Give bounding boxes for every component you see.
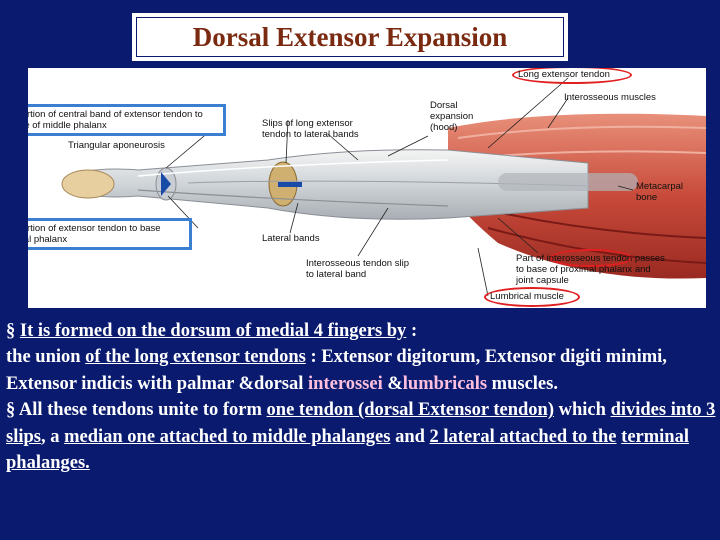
text-p1-f: interossei	[308, 373, 383, 394]
label-lumbrical-muscle: Lumbrical muscle	[490, 291, 564, 302]
text-p2-j: terminal phalanges.	[6, 426, 689, 474]
text-p2-f: median one attached to middle phalanges	[64, 426, 391, 447]
label-insertion-distal: Insertion of extensor tendon to base dis…	[28, 218, 192, 250]
text-p1-g: &	[382, 373, 403, 394]
label-lateral-bands: Lateral bands	[262, 233, 320, 244]
label-interosseous-tendon-slip: Interosseous tendon slip to lateral band	[306, 258, 409, 280]
label-interosseous-muscles: Interosseous muscles	[564, 92, 656, 103]
lumbrical-highlight	[484, 287, 580, 307]
text-p1-a: It is formed on the dorsum of medial 4 f…	[19, 321, 407, 341]
bullet-1: §	[6, 321, 16, 341]
text-p1-d: of the long extensor tendons	[85, 347, 306, 368]
interosseous-tendon-highlight	[550, 249, 632, 267]
central-insertion-marker	[278, 182, 302, 187]
bullet-2: §	[6, 400, 16, 421]
label-triangular-aponeurosis: Triangular aponeurosis	[68, 140, 165, 151]
fingertip-shape	[61, 169, 115, 199]
text-p1-i: muscles.	[487, 373, 558, 394]
label-long-extensor: Long extensor tendon	[518, 69, 610, 80]
text-p2-h: 2 lateral attached to the	[429, 426, 617, 447]
page-title: Dorsal Extensor Expansion	[192, 21, 508, 52]
anatomy-figure: Long extensor tendon Interosseous muscle…	[28, 68, 706, 308]
title-inner: Dorsal Extensor Expansion	[136, 17, 564, 57]
text-p2-a: All these tendons unite to form	[15, 400, 267, 421]
text-p2-e: , a	[40, 426, 65, 447]
text-p1-b: :	[406, 321, 418, 341]
label-insertion-central-band: Insertion of central band of extensor te…	[28, 104, 226, 136]
label-dorsal-expansion: Dorsal expansion (hood)	[430, 100, 474, 133]
text-p1-h: lumbricals	[402, 373, 488, 394]
text-p1-e: : Extensor digitorum, Extensor digiti mi…	[6, 347, 667, 394]
text-p2-c: which	[554, 400, 611, 421]
label-part-interosseous: Part of interosseous tendon passes to ba…	[516, 253, 665, 286]
description-text: § It is formed on the dorsum of medial 4…	[6, 318, 718, 476]
text-p1-c: the union	[6, 347, 86, 368]
text-p2-g: and	[390, 426, 430, 447]
long-extensor-highlight	[512, 68, 632, 84]
text-p2-d: divides into 3 slips	[6, 400, 716, 447]
finger-tendon-shape	[67, 149, 589, 220]
label-metacarpal-bone: Metacarpal bone	[636, 181, 683, 203]
metacarpal-bone-shape	[498, 173, 638, 191]
label-slips-long-extensor: Slips of long extensor tendon to lateral…	[262, 118, 359, 140]
text-p2-b: one tendon (dorsal Extensor tendon)	[266, 400, 555, 421]
title-box: Dorsal Extensor Expansion	[132, 13, 568, 61]
distal-insertion-marker	[161, 172, 171, 196]
